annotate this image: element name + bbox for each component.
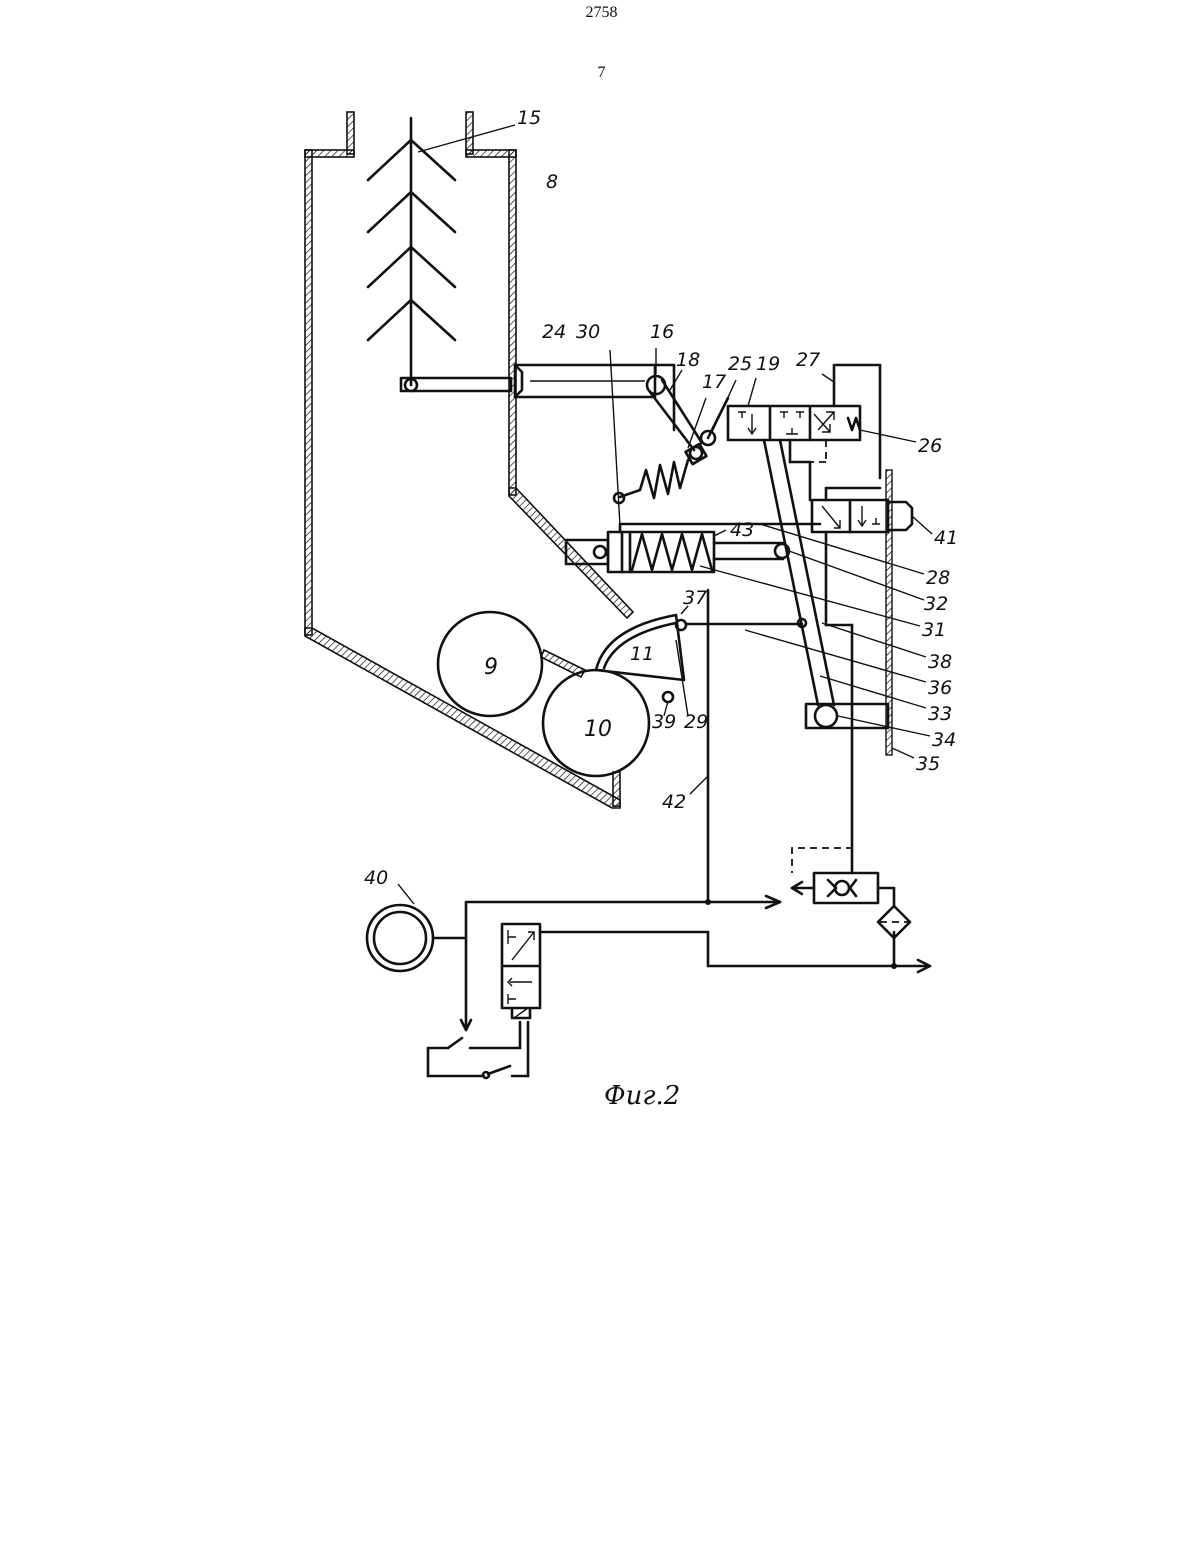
valve-41: [812, 488, 912, 625]
label-15: 15: [517, 107, 541, 129]
label-17: 17: [702, 371, 726, 393]
label-38: 38: [928, 651, 952, 673]
label-37: 37: [683, 587, 707, 609]
label-27: 27: [796, 349, 820, 371]
label-24: 24: [542, 321, 566, 343]
label-28: 28: [926, 567, 950, 589]
label-9: 9: [484, 655, 498, 680]
upper-linkage: [515, 365, 728, 503]
agitator: [368, 118, 511, 391]
label-33: 33: [928, 703, 952, 725]
label-34: 34: [932, 729, 956, 751]
label-41: 41: [934, 527, 958, 549]
label-30: 30: [576, 321, 600, 343]
reference-labels: 15 8 24 30 16 18 17 25 19 27 26 41 43 28…: [364, 107, 958, 1111]
label-8: 8: [546, 171, 558, 193]
label-25: 25: [728, 353, 752, 375]
label-19: 19: [756, 353, 780, 375]
label-36: 36: [928, 677, 952, 699]
label-11: 11: [630, 643, 654, 665]
hopper-walls: [305, 112, 633, 808]
label-29: 29: [684, 711, 708, 733]
label-35: 35: [916, 753, 940, 775]
label-32: 32: [924, 593, 948, 615]
rollers: [438, 612, 806, 776]
label-40: 40: [364, 867, 388, 889]
label-31: 31: [922, 619, 946, 641]
label-16: 16: [650, 321, 674, 343]
label-18: 18: [676, 349, 700, 371]
label-26: 26: [918, 435, 942, 457]
label-42: 42: [662, 791, 686, 813]
label-39: 39: [652, 711, 676, 733]
label-43: 43: [730, 519, 754, 541]
figure-caption: Фиг.2: [604, 1081, 680, 1111]
label-10: 10: [584, 717, 612, 742]
